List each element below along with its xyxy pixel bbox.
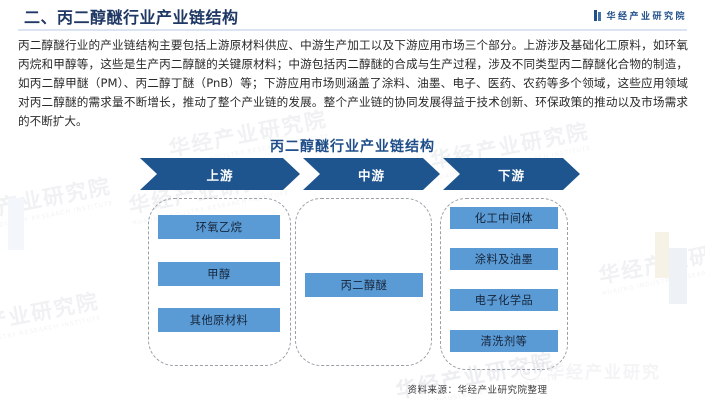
chain-item-chip[interactable]: 其他原材料 xyxy=(158,308,280,332)
chain-item-chip[interactable]: 甲醇 xyxy=(158,262,280,286)
book-mark-icon xyxy=(593,10,602,21)
stage-arrow-label: 上游 xyxy=(206,167,234,183)
stage-panel-midstream xyxy=(295,198,432,366)
page-header: 二、丙二醇醚行业产业链结构 华经产业研究院 xyxy=(0,0,705,31)
brand-logo: 华经产业研究院 xyxy=(593,9,687,22)
stage-arrow-upstream[interactable]: 上游 xyxy=(140,158,300,190)
chain-item-chip[interactable]: 化工中间体 xyxy=(450,207,558,229)
header-divider xyxy=(18,29,687,31)
brand-name: 华经产业研究院 xyxy=(606,12,687,22)
chain-item-chip[interactable]: 环氧乙烷 xyxy=(158,215,280,239)
source-note-text: 资料来源：华经产业研究院整理 xyxy=(407,385,548,396)
stage-arrow-label: 中游 xyxy=(357,167,385,183)
value-chain-diagram: 上游 中游 下游 环氧乙烷 甲醇 其他原材料 丙二醇醚 化工中间体 涂料及油墨 … xyxy=(0,158,705,370)
weibo-watermark: 华经产业研究 xyxy=(520,358,661,383)
stage-panel-downstream xyxy=(440,198,568,370)
chain-item-chip[interactable]: 清洗剂等 xyxy=(450,330,558,352)
chart-title: 丙二醇醚行业产业链结构 xyxy=(270,139,435,155)
stage-arrow-downstream[interactable]: 下游 xyxy=(443,158,580,190)
page-title: 二、丙二醇醚行业产业链结构 xyxy=(24,8,239,27)
weibo-watermark-text: 华经产业研究 xyxy=(547,363,661,383)
chain-item-chip[interactable]: 丙二醇醚 xyxy=(305,273,423,297)
stage-arrow-row: 上游 中游 下游 xyxy=(140,158,580,192)
chain-item-chip[interactable]: 涂料及油墨 xyxy=(450,248,558,270)
source-note: 资料来源：华经产业研究院整理 xyxy=(0,382,705,396)
stage-arrow-label: 下游 xyxy=(497,167,525,183)
stage-panel-upstream xyxy=(148,198,291,366)
body-paragraph: 丙二醇醚行业的产业链结构主要包括上游原材料供应、中游生产加工以及下游应用市场三个… xyxy=(18,38,688,128)
weibo-icon xyxy=(520,358,544,380)
chain-item-chip[interactable]: 电子化学品 xyxy=(450,289,558,311)
stage-arrow-midstream[interactable]: 中游 xyxy=(303,158,440,190)
